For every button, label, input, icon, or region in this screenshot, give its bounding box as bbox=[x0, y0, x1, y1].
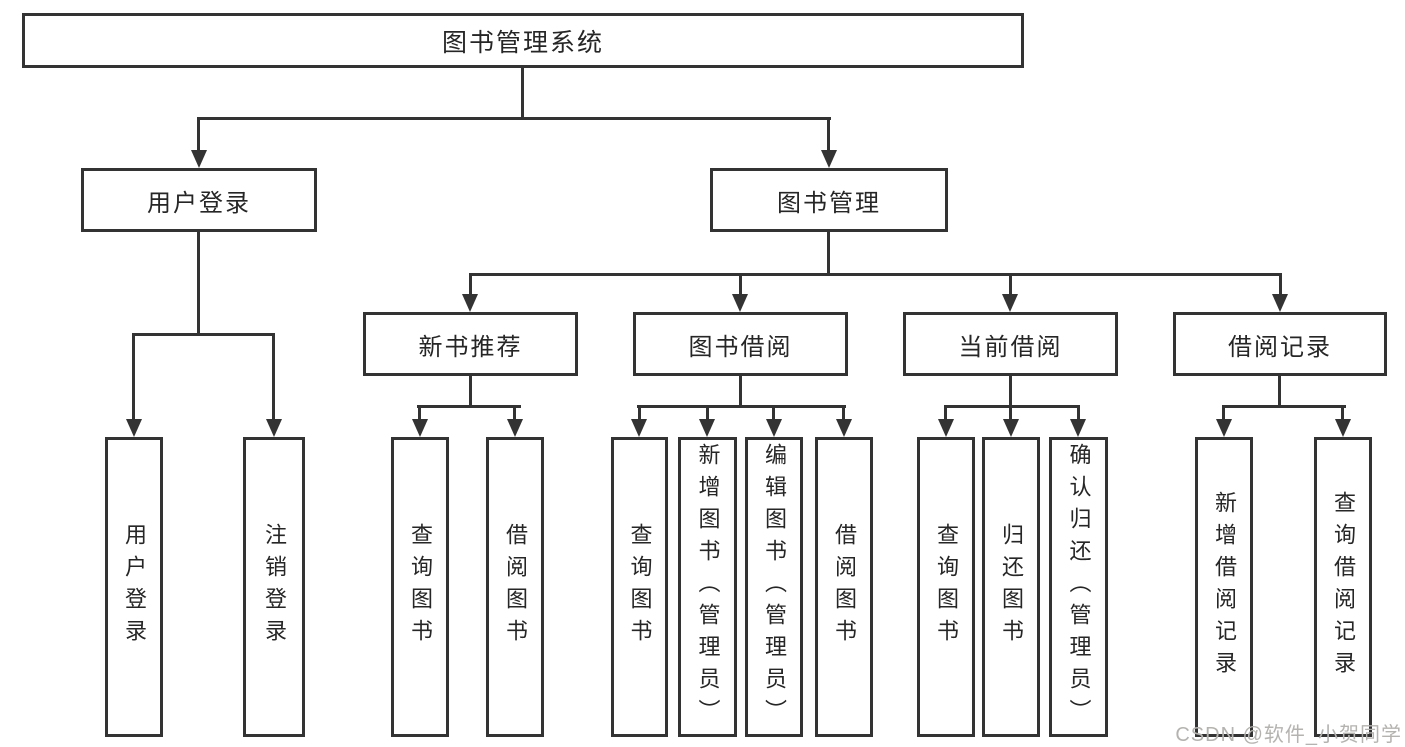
node-book-management-label: 图书管理 bbox=[777, 189, 881, 217]
leaf-return-books: 归还图书 bbox=[982, 437, 1040, 737]
leaf-add-borrow-record: 新增借阅记录 bbox=[1195, 437, 1253, 737]
leaf-borrow-books-recommend: 借阅图书 bbox=[486, 437, 544, 737]
arrow-down-icon bbox=[732, 294, 748, 312]
connector-userlogin-stem-left bbox=[132, 333, 135, 421]
connector-current-hbar bbox=[944, 405, 1080, 408]
arrow-down-icon bbox=[1070, 419, 1086, 437]
arrow-down-icon bbox=[412, 419, 428, 437]
node-library-management-system: 图书管理系统 bbox=[22, 13, 1024, 68]
leaf-logout: 注销登录 bbox=[243, 437, 305, 737]
connector-newbook-hbar bbox=[417, 405, 521, 408]
leaf-user-login-label: 用户登录 bbox=[122, 523, 147, 651]
connector-records-vline bbox=[1278, 376, 1281, 408]
connector-records-stem-1 bbox=[1222, 405, 1225, 422]
arrow-down-icon bbox=[1002, 294, 1018, 312]
node-book-borrowing: 图书借阅 bbox=[633, 312, 848, 376]
connector-bookmgmt-hbar bbox=[469, 273, 1282, 276]
connector-root-hbar bbox=[197, 117, 831, 120]
connector-root-stem-left bbox=[197, 117, 200, 153]
arrow-down-icon bbox=[836, 419, 852, 437]
arrow-down-icon bbox=[766, 419, 782, 437]
connector-newbook-vline bbox=[469, 376, 472, 408]
node-book-borrowing-label: 图书借阅 bbox=[688, 333, 793, 361]
node-user-login: 用户登录 bbox=[81, 168, 317, 232]
connector-newbook-stem-1 bbox=[418, 405, 421, 422]
connector-root-vline bbox=[521, 68, 524, 120]
leaf-query-books-current-label: 查询图书 bbox=[934, 523, 959, 651]
leaf-borrow-books-recommend-label: 借阅图书 bbox=[503, 523, 528, 651]
connector-bookmgmt-stem-4 bbox=[1279, 273, 1282, 297]
connector-current-stem-2 bbox=[1009, 405, 1012, 422]
arrow-down-icon bbox=[1003, 419, 1019, 437]
leaf-query-borrow-record-label: 查询借阅记录 bbox=[1331, 491, 1356, 683]
node-new-book-recommend: 新书推荐 bbox=[363, 312, 578, 376]
connector-bookmgmt-stem-2 bbox=[739, 273, 742, 297]
connector-borrowing-stem-3 bbox=[772, 405, 775, 422]
connector-newbook-stem-2 bbox=[513, 405, 516, 422]
connector-root-stem-right bbox=[827, 117, 830, 153]
leaf-add-books-admin: 新增图书（管理员） bbox=[678, 437, 737, 737]
arrow-down-icon bbox=[699, 419, 715, 437]
connector-records-hbar bbox=[1222, 405, 1346, 408]
connector-current-stem-3 bbox=[1077, 405, 1080, 422]
arrow-down-icon bbox=[938, 419, 954, 437]
node-book-management: 图书管理 bbox=[710, 168, 948, 232]
leaf-confirm-return-admin-label: 确认归还（管理员） bbox=[1066, 443, 1092, 731]
arrow-down-icon bbox=[266, 419, 282, 437]
connector-borrowing-stem-1 bbox=[638, 405, 641, 422]
leaf-return-books-label: 归还图书 bbox=[999, 523, 1024, 651]
csdn-watermark: CSDN @软件_小贺同学 bbox=[1175, 724, 1402, 746]
arrow-down-icon bbox=[462, 294, 478, 312]
leaf-edit-books-admin: 编辑图书（管理员） bbox=[745, 437, 803, 737]
node-borrowing-records: 借阅记录 bbox=[1173, 312, 1387, 376]
connector-current-vline bbox=[1009, 376, 1012, 408]
leaf-add-borrow-record-label: 新增借阅记录 bbox=[1212, 491, 1237, 683]
leaf-user-login: 用户登录 bbox=[105, 437, 163, 737]
connector-borrowing-stem-4 bbox=[842, 405, 845, 422]
connector-borrowing-hbar bbox=[637, 405, 846, 408]
node-current-borrowing: 当前借阅 bbox=[903, 312, 1118, 376]
node-new-book-recommend-label: 新书推荐 bbox=[418, 333, 523, 361]
leaf-query-books-recommend-label: 查询图书 bbox=[408, 523, 433, 651]
leaf-borrow-books-borrowing: 借阅图书 bbox=[815, 437, 873, 737]
leaf-query-books-borrowing: 查询图书 bbox=[611, 437, 668, 737]
leaf-query-books-recommend: 查询图书 bbox=[391, 437, 449, 737]
leaf-query-borrow-record: 查询借阅记录 bbox=[1314, 437, 1372, 737]
connector-current-stem-1 bbox=[944, 405, 947, 422]
connector-borrowing-stem-2 bbox=[706, 405, 709, 422]
node-user-login-label: 用户登录 bbox=[147, 189, 251, 217]
leaf-confirm-return-admin: 确认归还（管理员） bbox=[1049, 437, 1108, 737]
arrow-down-icon bbox=[1216, 419, 1232, 437]
node-current-borrowing-label: 当前借阅 bbox=[958, 333, 1063, 361]
node-library-management-system-label: 图书管理系统 bbox=[441, 28, 604, 57]
connector-bookmgmt-stem-3 bbox=[1009, 273, 1012, 297]
leaf-borrow-books-borrowing-label: 借阅图书 bbox=[832, 523, 857, 651]
connector-bookmgmt-stem-1 bbox=[469, 273, 472, 297]
arrow-down-icon bbox=[1272, 294, 1288, 312]
leaf-edit-books-admin-label: 编辑图书（管理员） bbox=[762, 443, 787, 731]
connector-records-stem-2 bbox=[1341, 405, 1344, 422]
connector-borrowing-vline bbox=[739, 376, 742, 408]
connector-userlogin-vline bbox=[197, 232, 200, 336]
arrow-down-icon bbox=[507, 419, 523, 437]
arrow-down-icon bbox=[821, 150, 837, 168]
leaf-logout-label: 注销登录 bbox=[262, 523, 287, 651]
connector-bookmgmt-vline bbox=[827, 232, 830, 276]
node-borrowing-records-label: 借阅记录 bbox=[1228, 333, 1332, 361]
arrow-down-icon bbox=[1335, 419, 1351, 437]
arrow-down-icon bbox=[126, 419, 142, 437]
arrow-down-icon bbox=[631, 419, 647, 437]
leaf-query-books-borrowing-label: 查询图书 bbox=[627, 523, 653, 651]
leaf-query-books-current: 查询图书 bbox=[917, 437, 975, 737]
arrow-down-icon bbox=[191, 150, 207, 168]
connector-userlogin-stem-right bbox=[272, 333, 275, 421]
leaf-add-books-admin-label: 新增图书（管理员） bbox=[695, 443, 721, 731]
connector-userlogin-hbar bbox=[133, 333, 274, 336]
